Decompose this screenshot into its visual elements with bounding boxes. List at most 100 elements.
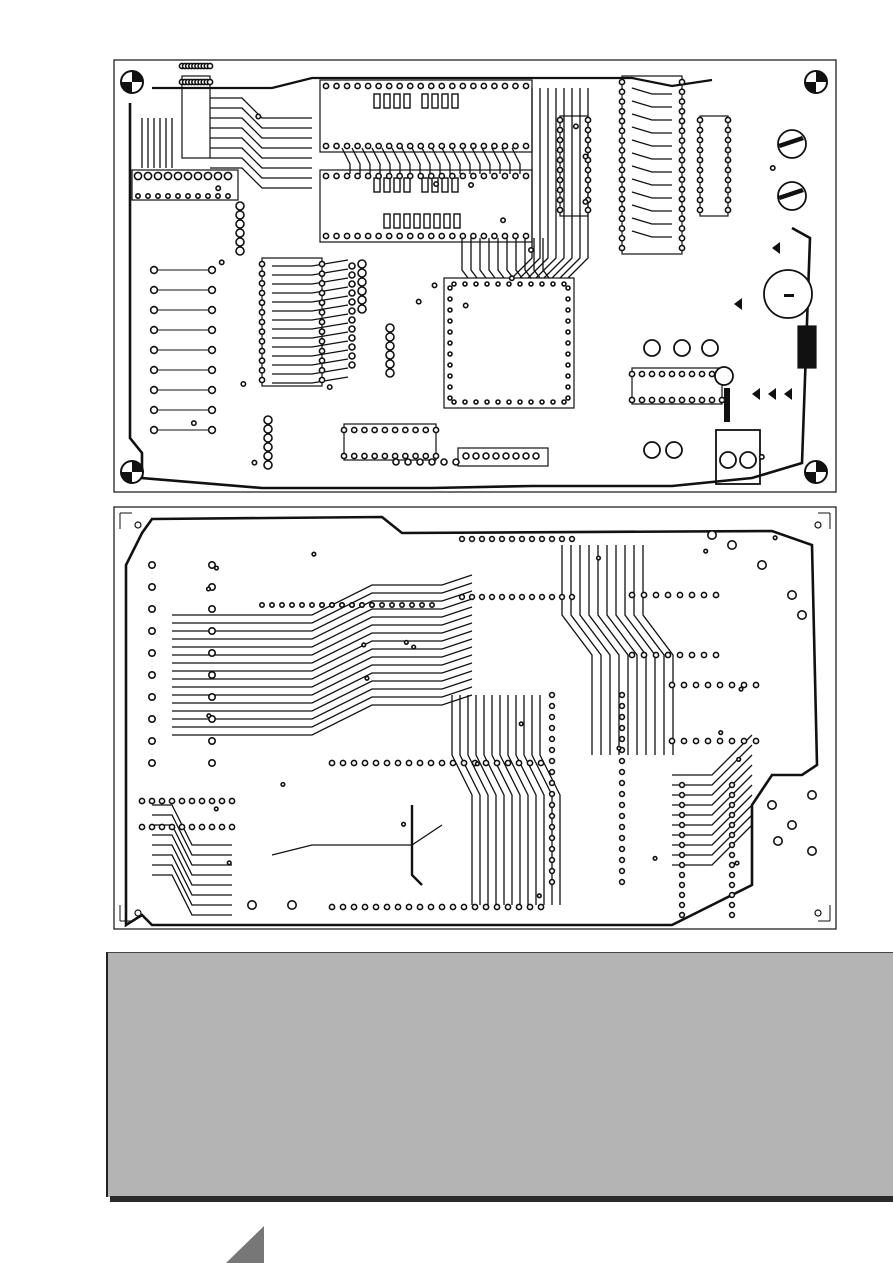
copper-trace	[543, 88, 565, 279]
copper-trace	[606, 545, 638, 755]
copper-trace	[631, 100, 672, 108]
solder-pad	[696, 146, 704, 154]
solder-pad	[492, 452, 500, 460]
copper-trace	[172, 574, 473, 616]
solder-pad	[528, 399, 534, 405]
solder-pad	[207, 325, 217, 335]
via	[206, 713, 212, 719]
solder-pad	[417, 82, 425, 90]
solder-pad	[223, 171, 233, 181]
solder-pad	[558, 535, 566, 543]
solder-pad	[319, 602, 326, 609]
solder-pad	[218, 823, 226, 831]
copper-trace	[672, 804, 753, 846]
solder-pad	[235, 237, 245, 247]
solder-pad	[213, 171, 223, 181]
solder-pad	[678, 791, 686, 799]
via	[769, 164, 776, 171]
solder-pad	[258, 299, 266, 307]
via	[218, 259, 225, 266]
solder-pad	[512, 82, 519, 90]
ic-footprint-plcc	[443, 277, 575, 409]
solder-pad	[469, 142, 477, 150]
solder-pad	[208, 823, 216, 831]
solder-pad	[473, 399, 479, 405]
solder-pad	[539, 281, 545, 287]
solder-pad	[263, 451, 273, 461]
solder-pad	[678, 831, 686, 839]
solder-pad	[333, 172, 340, 180]
solder-pad	[460, 759, 468, 767]
via	[758, 453, 765, 460]
solder-pad	[568, 535, 576, 543]
copper-trace	[475, 695, 497, 905]
solder-pad	[678, 234, 686, 242]
solder-pad	[618, 735, 626, 743]
solder-pad	[618, 713, 626, 721]
solder-pad	[375, 172, 383, 180]
solder-pad	[515, 759, 523, 767]
solder-pad	[484, 399, 490, 405]
solder-pad	[508, 593, 516, 601]
solder-pad	[678, 156, 686, 164]
copper-trace	[672, 764, 753, 806]
power-cap-1	[643, 441, 661, 459]
solder-pad	[678, 176, 686, 184]
solder-pad	[447, 362, 453, 368]
solder-pad	[412, 452, 419, 460]
solder-pad	[539, 399, 545, 405]
solder-pad	[318, 318, 326, 326]
solder-pad	[348, 334, 356, 342]
solder-pad	[678, 801, 686, 809]
solder-pad	[394, 903, 402, 911]
via	[213, 565, 220, 571]
solder-pad	[385, 359, 395, 369]
solder-pad	[258, 308, 266, 316]
copper-trace	[579, 545, 611, 755]
mounting-pad	[796, 610, 807, 621]
solder-pad	[318, 347, 326, 355]
solder-pad	[618, 195, 626, 203]
copper-trace	[210, 107, 312, 129]
solder-pad	[350, 903, 358, 911]
copper-trace	[172, 606, 473, 648]
solder-pad	[648, 370, 656, 378]
solder-pad	[147, 693, 156, 702]
solder-pad	[512, 142, 519, 150]
solder-pad	[462, 452, 470, 460]
solder-pad	[698, 396, 706, 404]
solder-pad	[565, 285, 571, 291]
solder-pad	[678, 244, 686, 252]
solder-pad	[484, 281, 490, 287]
ground-plane-edge	[124, 515, 819, 928]
solder-pad	[538, 535, 546, 543]
solder-pad	[584, 146, 592, 154]
copper-trace	[341, 147, 351, 174]
solder-pad	[462, 399, 468, 405]
solder-pad	[678, 841, 686, 849]
solder-pad	[618, 117, 626, 125]
solder-pad	[148, 797, 156, 805]
solder-pad	[333, 142, 340, 150]
solder-pad	[548, 845, 556, 853]
solder-pad	[678, 821, 686, 829]
solder-pad	[565, 296, 571, 302]
solder-pad	[417, 172, 425, 180]
copper-trace	[210, 167, 312, 189]
solder-pad	[318, 289, 326, 297]
solder-pad	[396, 82, 404, 90]
solder-pad	[263, 415, 273, 425]
solder-pad	[208, 759, 217, 768]
solder-pad	[658, 370, 666, 378]
solder-pad	[628, 370, 636, 378]
solder-pad	[174, 193, 181, 200]
solder-pad	[318, 279, 326, 287]
solder-pad	[364, 142, 372, 150]
solder-pad	[178, 823, 186, 831]
solder-pad	[149, 305, 159, 315]
solder-pad	[228, 823, 236, 831]
copper-trace	[272, 295, 349, 303]
solder-pad	[724, 196, 732, 204]
solder-pad	[688, 370, 696, 378]
via	[403, 639, 409, 646]
